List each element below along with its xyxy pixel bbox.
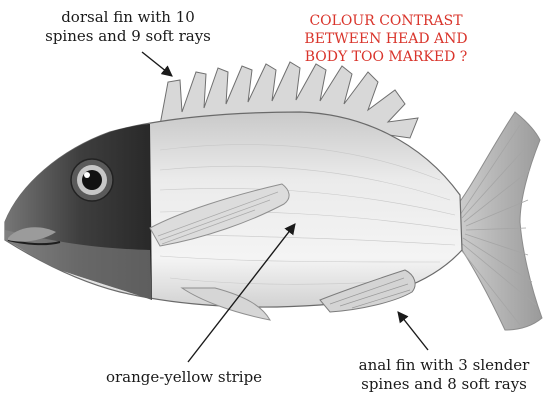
fish-head [0, 110, 160, 310]
stripe-label: orange-yellow stripe [92, 368, 276, 387]
note-line-1: COLOUR CONTRAST [298, 12, 474, 30]
fish-eye [71, 159, 113, 201]
dorsal-fin-label: dorsal fin with 10 spines and 9 soft ray… [30, 8, 226, 46]
anal-fin-label-line-2: spines and 8 soft rays [348, 375, 540, 394]
note-line-2: BETWEEN HEAD AND [298, 30, 474, 48]
anal-fin-label-line-1: anal fin with 3 slender [348, 356, 540, 375]
anal-arrow [398, 312, 428, 350]
anal-fin-label: anal fin with 3 slender spines and 8 sof… [348, 356, 540, 394]
note-line-3: BODY TOO MARKED ? [298, 48, 474, 66]
dorsal-fin-label-line-2: spines and 9 soft rays [30, 27, 226, 46]
dorsal-fin-label-line-1: dorsal fin with 10 [30, 8, 226, 27]
colour-contrast-note: COLOUR CONTRAST BETWEEN HEAD AND BODY TO… [298, 12, 474, 66]
dorsal-arrow [142, 52, 172, 76]
stripe-label-text: orange-yellow stripe [92, 368, 276, 387]
